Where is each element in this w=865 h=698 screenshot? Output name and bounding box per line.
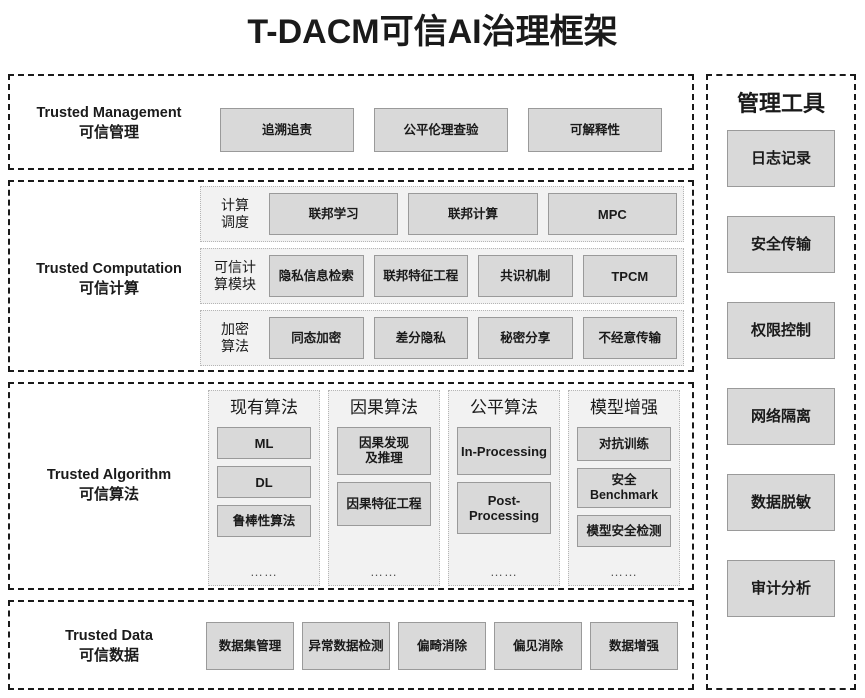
algorithm-more-fairness: …… bbox=[490, 564, 518, 579]
node-computation-1-1[interactable]: 联邦特征工程 bbox=[373, 255, 468, 297]
node-tool-1[interactable]: 安全传输 bbox=[727, 216, 835, 273]
computation-row-label-modules: 可信计 算模块 bbox=[214, 259, 256, 292]
algorithm-column-title-model-enhancement: 模型增强 bbox=[590, 398, 658, 417]
node-algorithm-2-0[interactable]: In-Processing bbox=[457, 427, 551, 475]
node-computation-0-1[interactable]: 联邦计算 bbox=[408, 193, 538, 235]
algorithm-column-title-causal: 因果算法 bbox=[350, 398, 418, 417]
algorithm-items-causal: 因果发现及推理 因果特征工程 bbox=[337, 427, 431, 526]
node-tool-2[interactable]: 权限控制 bbox=[727, 302, 835, 359]
algorithm-items-existing: ML DL 鲁棒性算法 bbox=[217, 427, 311, 537]
section-label-cn: 可信计算 bbox=[78, 280, 139, 297]
algorithm-column-title-existing: 现有算法 bbox=[230, 398, 298, 417]
algorithm-more-model-enhancement: …… bbox=[610, 564, 638, 579]
node-management-0[interactable]: 追溯追责 bbox=[220, 108, 354, 152]
algorithm-column-fairness: 公平算法 In-Processing Post-Processing …… bbox=[448, 390, 560, 586]
node-tool-3[interactable]: 网络隔离 bbox=[727, 388, 835, 445]
section-trusted-data: Trusted Data 可信数据 数据集管理 异常数据检测 偏畸消除 偏见消除… bbox=[8, 600, 694, 690]
node-computation-1-0[interactable]: 隐私信息检索 bbox=[269, 255, 364, 297]
node-algorithm-0-0[interactable]: ML bbox=[217, 427, 311, 459]
section-label-en: Trusted Management bbox=[36, 105, 182, 121]
computation-row-label-encryption: 加密 算法 bbox=[221, 321, 249, 354]
computation-row-encryption: 加密 算法 同态加密 差分隐私 秘密分享 不经意传输 bbox=[200, 310, 684, 366]
section-label-cn: 可信数据 bbox=[78, 647, 139, 664]
section-label-cn: 可信算法 bbox=[78, 486, 139, 503]
data-items-row: 数据集管理 异常数据检测 偏畸消除 偏见消除 数据增强 bbox=[206, 622, 678, 670]
node-computation-1-3[interactable]: TPCM bbox=[582, 255, 677, 297]
section-label-trusted-computation: Trusted Computation 可信计算 bbox=[16, 260, 202, 298]
section-label-trusted-data: Trusted Data 可信数据 bbox=[16, 627, 202, 665]
algorithm-columns: 现有算法 ML DL 鲁棒性算法 …… 因果算法 因果发现及推理 因果特征工程 … bbox=[208, 390, 680, 586]
node-tool-5[interactable]: 审计分析 bbox=[727, 560, 835, 617]
node-data-3[interactable]: 偏见消除 bbox=[494, 622, 582, 670]
algorithm-items-fairness: In-Processing Post-Processing bbox=[457, 427, 551, 534]
node-computation-0-2[interactable]: MPC bbox=[547, 193, 677, 235]
section-management-tools: 管理工具 日志记录 安全传输 权限控制 网络隔离 数据脱敏 审计分析 bbox=[706, 74, 856, 690]
management-tools-title: 管理工具 bbox=[736, 91, 825, 116]
algorithm-column-title-fairness: 公平算法 bbox=[470, 398, 538, 417]
node-data-4[interactable]: 数据增强 bbox=[590, 622, 678, 670]
section-label-trusted-algorithm: Trusted Algorithm 可信算法 bbox=[16, 466, 202, 504]
node-tool-4[interactable]: 数据脱敏 bbox=[727, 474, 835, 531]
page-title: T-DACM可信AI治理框架 bbox=[247, 13, 618, 51]
node-computation-2-0[interactable]: 同态加密 bbox=[269, 317, 364, 359]
algorithm-column-existing: 现有算法 ML DL 鲁棒性算法 …… bbox=[208, 390, 320, 586]
node-algorithm-3-2[interactable]: 模型安全检测 bbox=[577, 515, 671, 547]
node-computation-1-2[interactable]: 共识机制 bbox=[478, 255, 573, 297]
node-management-1[interactable]: 公平伦理查验 bbox=[374, 108, 508, 152]
computation-row-items-encryption: 同态加密 差分隐私 秘密分享 不经意传输 bbox=[263, 317, 677, 359]
node-algorithm-2-1[interactable]: Post-Processing bbox=[457, 482, 551, 534]
node-data-2[interactable]: 偏畸消除 bbox=[398, 622, 486, 670]
node-management-2[interactable]: 可解释性 bbox=[528, 108, 662, 152]
node-algorithm-1-1[interactable]: 因果特征工程 bbox=[337, 482, 431, 526]
computation-row-items-modules: 隐私信息检索 联邦特征工程 共识机制 TPCM bbox=[263, 255, 677, 297]
algorithm-more-existing: …… bbox=[250, 564, 278, 579]
computation-row-scheduling: 计算 调度 联邦学习 联邦计算 MPC bbox=[200, 186, 684, 242]
section-trusted-management: Trusted Management 可信管理 追溯追责 公平伦理查验 可解释性 bbox=[8, 74, 694, 170]
node-computation-2-3[interactable]: 不经意传输 bbox=[582, 317, 677, 359]
management-items-row: 追溯追责 公平伦理查验 可解释性 bbox=[220, 108, 662, 152]
section-label-trusted-management: Trusted Management 可信管理 bbox=[16, 104, 202, 142]
section-trusted-computation: Trusted Computation 可信计算 计算 调度 联邦学习 联邦计算… bbox=[8, 180, 694, 372]
computation-row-items-scheduling: 联邦学习 联邦计算 MPC bbox=[263, 193, 677, 235]
node-algorithm-0-1[interactable]: DL bbox=[217, 466, 311, 498]
node-algorithm-0-2[interactable]: 鲁棒性算法 bbox=[217, 505, 311, 537]
computation-rows: 计算 调度 联邦学习 联邦计算 MPC 可信计 算模块 隐私信息检索 联邦特征工… bbox=[200, 186, 684, 366]
computation-row-modules: 可信计 算模块 隐私信息检索 联邦特征工程 共识机制 TPCM bbox=[200, 248, 684, 304]
node-tool-0[interactable]: 日志记录 bbox=[727, 130, 835, 187]
node-computation-0-0[interactable]: 联邦学习 bbox=[269, 193, 399, 235]
management-tools-list: 日志记录 安全传输 权限控制 网络隔离 数据脱敏 审计分析 bbox=[727, 130, 835, 617]
algorithm-more-causal: …… bbox=[370, 564, 398, 579]
node-computation-2-1[interactable]: 差分隐私 bbox=[373, 317, 468, 359]
node-data-0[interactable]: 数据集管理 bbox=[206, 622, 294, 670]
section-label-en: Trusted Algorithm bbox=[46, 467, 172, 483]
section-trusted-algorithm: Trusted Algorithm 可信算法 现有算法 ML DL 鲁棒性算法 … bbox=[8, 382, 694, 590]
algorithm-column-causal: 因果算法 因果发现及推理 因果特征工程 …… bbox=[328, 390, 440, 586]
computation-row-label-scheduling: 计算 调度 bbox=[221, 197, 249, 230]
node-data-1[interactable]: 异常数据检测 bbox=[302, 622, 390, 670]
node-algorithm-3-0[interactable]: 对抗训练 bbox=[577, 427, 671, 461]
node-algorithm-1-0[interactable]: 因果发现及推理 bbox=[337, 427, 431, 475]
section-label-en: Trusted Computation bbox=[36, 261, 182, 277]
node-computation-2-2[interactable]: 秘密分享 bbox=[478, 317, 573, 359]
section-label-cn: 可信管理 bbox=[78, 124, 139, 141]
section-label-en: Trusted Data bbox=[65, 628, 153, 644]
